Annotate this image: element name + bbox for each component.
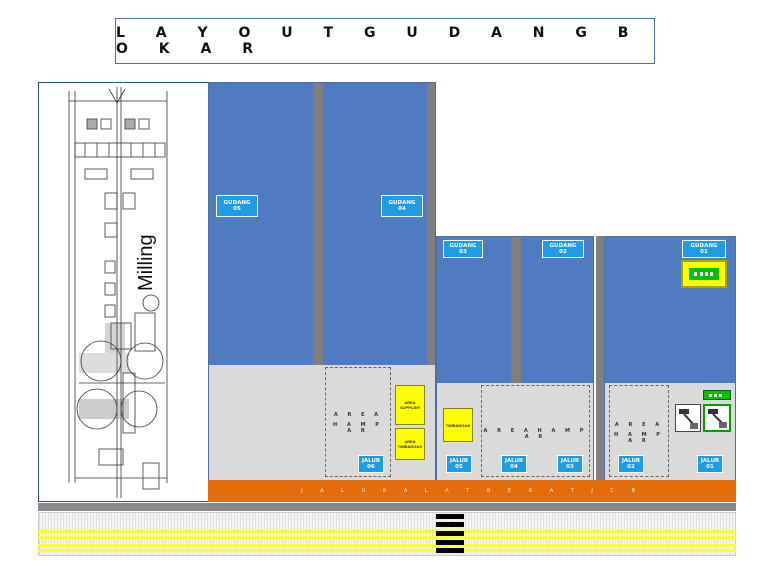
gudang-02-floor bbox=[521, 237, 593, 383]
area-supplier: AREA SUPPLIER bbox=[395, 385, 425, 425]
gudang-03-floor bbox=[437, 237, 511, 383]
timbangan: TIMBANGAN bbox=[443, 408, 473, 442]
milling-label: Milling bbox=[135, 234, 157, 291]
area-hampar-middle bbox=[481, 385, 590, 477]
crossing-bar-icon bbox=[436, 531, 464, 536]
road-divider bbox=[38, 503, 736, 511]
pillar bbox=[427, 83, 435, 365]
area-hampar-left bbox=[325, 367, 391, 477]
area-hampar-right-text: A R E A H A M P A R bbox=[614, 422, 664, 444]
gudang-05-floor bbox=[209, 83, 313, 365]
pillar bbox=[313, 83, 323, 365]
rail-track bbox=[38, 544, 736, 547]
gudang-01-label: GUDANG 01 bbox=[682, 240, 726, 258]
gudang-03-label: GUDANG 03 bbox=[443, 240, 483, 258]
gudang-05-label: GUDANG 05 bbox=[216, 195, 258, 217]
machine-sign-icon bbox=[703, 390, 731, 400]
gudang-02-label: GUDANG 02 bbox=[542, 240, 584, 258]
equipment-unit bbox=[681, 260, 727, 288]
area-hampar-left-text: A R E A H A M P A R bbox=[333, 412, 383, 434]
page-title: L A Y O U T G U D A N G B O K A R bbox=[115, 18, 655, 64]
machine-right bbox=[703, 404, 731, 432]
milling-schematic-icon bbox=[68, 87, 168, 498]
area-timbangan: AREA TIMBANGAN bbox=[395, 428, 425, 460]
area-hampar-middle-text: A R E A H A M P A R bbox=[483, 428, 588, 440]
equipment-marker-icon bbox=[694, 272, 713, 276]
machine-icon bbox=[679, 409, 698, 429]
jalur-03-label: JALUR 03 bbox=[557, 455, 583, 473]
rail-track bbox=[38, 549, 736, 552]
jalur-01-label: JALUR 01 bbox=[697, 455, 723, 473]
rail-track bbox=[38, 530, 736, 533]
crossing-bar-icon bbox=[436, 522, 464, 527]
pillar bbox=[511, 237, 521, 383]
crossing-bar-icon bbox=[436, 514, 464, 519]
gudang-04-label: GUDANG 04 bbox=[381, 195, 423, 217]
milling-drawing: Milling bbox=[38, 82, 210, 502]
jalur-05-label: JALUR 05 bbox=[446, 455, 472, 473]
rail-track bbox=[38, 536, 736, 539]
crossing-bar-icon bbox=[436, 548, 464, 553]
machine-icon bbox=[708, 409, 727, 428]
heavy-equipment-lane: J A L U R A L A T B E R A T J C B bbox=[208, 480, 736, 502]
gudang-04-floor bbox=[323, 83, 427, 365]
gudang-01-floor bbox=[605, 237, 735, 383]
equipment-sign-icon bbox=[689, 268, 719, 280]
pillar bbox=[596, 236, 604, 482]
jalur-04-label: JALUR 04 bbox=[501, 455, 527, 473]
jalur-06-label: JALUR 06 bbox=[358, 455, 384, 473]
area-hampar-right bbox=[609, 385, 669, 477]
machine-left bbox=[675, 404, 701, 432]
sign-marker-icon bbox=[709, 393, 722, 397]
jalur-02-label: JALUR 02 bbox=[618, 455, 644, 473]
rail-area bbox=[38, 512, 736, 556]
crossing-bar-icon bbox=[436, 540, 464, 545]
